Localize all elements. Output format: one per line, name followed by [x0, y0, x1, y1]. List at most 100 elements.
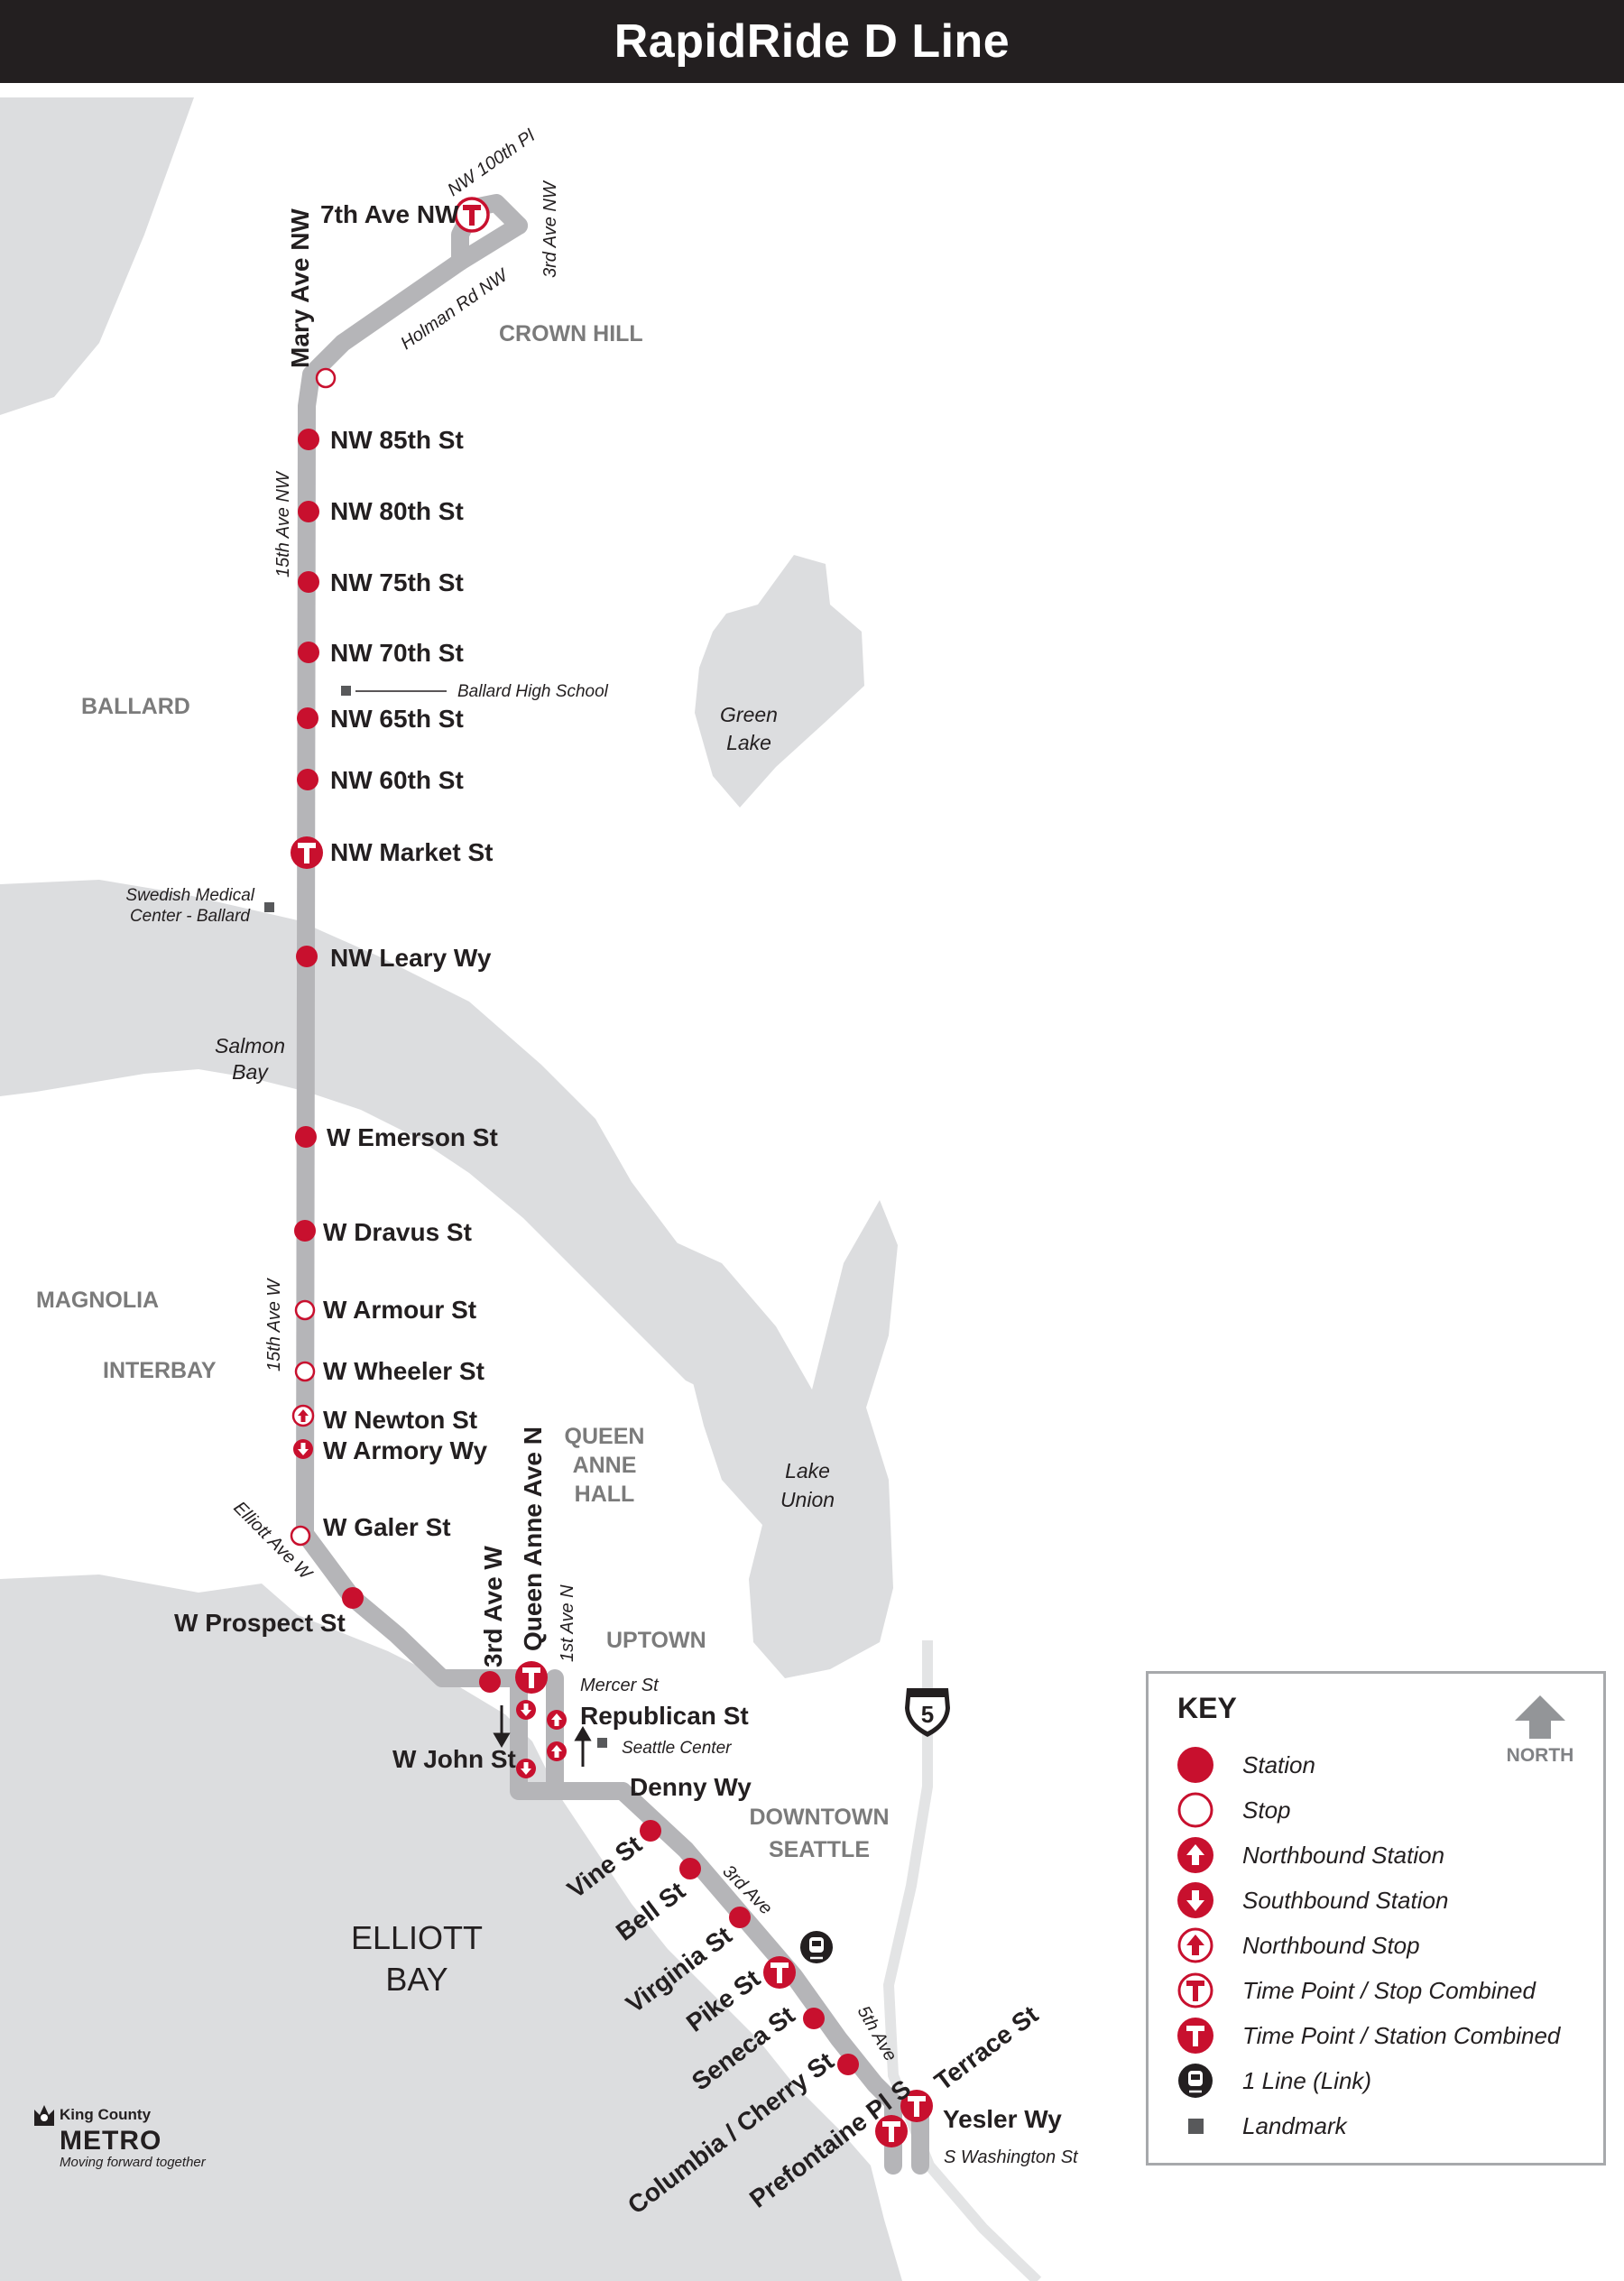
station-marker-nw-60th — [297, 769, 318, 790]
salmon-bay — [0, 880, 758, 1408]
interstate-number: 5 — [921, 1701, 934, 1728]
interstate-5-road — [882, 1640, 1042, 2281]
interstate-5-shield: 5 — [905, 1688, 950, 1737]
lm-swedish-1: Swedish Medical — [125, 886, 254, 905]
map-key: KEY NORTH Station Stop Northbound Statio… — [1146, 1671, 1606, 2166]
station-marker-virginia — [729, 1907, 751, 1928]
landmark-labels: Ballard High School Swedish Medical Cent… — [125, 682, 732, 1758]
landmark-icon — [1188, 2119, 1204, 2134]
station-marker-nw-70th — [298, 642, 319, 663]
key-label-southbound-station: Southbound Station — [1242, 1886, 1449, 1914]
station-marker-nw-75th — [298, 571, 319, 593]
key-label-station: Station — [1242, 1750, 1315, 1778]
light-rail-icon — [800, 1931, 833, 1963]
seattle-center-marker — [597, 1738, 607, 1748]
water-lake-union-1: Lake — [785, 1459, 830, 1482]
label-nw-85th: NW 85th St — [330, 426, 464, 454]
hood-ballard: BALLARD — [81, 694, 190, 719]
route-map: 5 7th Ave NW Mary Ave NW NW 85th St NW 8… — [0, 97, 1079, 2281]
key-label-landmark: Landmark — [1242, 2111, 1347, 2139]
lm-ballard-hs: Ballard High School — [457, 682, 609, 701]
label-terrace: Terrace St — [929, 2000, 1043, 2096]
logo-tagline: Moving forward together — [60, 2155, 206, 2170]
label-7th-ave-nw: 7th Ave NW — [320, 200, 459, 228]
key-label-timepoint-stop: Time Point / Stop Combined — [1242, 1976, 1536, 2004]
neighborhood-labels: CROWN HILL BALLARD MAGNOLIA INTERBAY QUE… — [36, 321, 890, 1862]
key-label-northbound-station: Northbound Station — [1242, 1841, 1445, 1869]
key-item-timepoint-stop: Time Point / Stop Combined — [1176, 1972, 1536, 2009]
label-3rd-ave-w: 3rd Ave W — [479, 1546, 507, 1667]
label-w-armour: W Armour St — [323, 1296, 476, 1324]
station-icon — [1177, 1747, 1213, 1783]
label-w-armory: W Armory Wy — [323, 1436, 487, 1464]
street-s-washington: S Washington St — [944, 2147, 1079, 2167]
timepoint-station-icon — [1177, 2018, 1213, 2054]
label-w-emerson: W Emerson St — [327, 1123, 498, 1151]
key-item-landmark: Landmark — [1176, 2107, 1347, 2145]
crown-icon — [34, 2105, 54, 2126]
station-marker-nw-80th — [298, 501, 319, 522]
label-republican: Republican St — [580, 1702, 749, 1730]
station-marker-bell — [679, 1858, 701, 1879]
label-nw-market: NW Market St — [330, 838, 493, 866]
direction-arrows — [493, 1705, 592, 1767]
green-lake — [695, 555, 864, 808]
station-marker-prefontaine — [875, 2115, 908, 2147]
station-marker-pike — [763, 1956, 796, 1989]
king-county-metro-logo: King County METRO Moving forward togethe… — [32, 2102, 206, 2170]
north-indicator: NORTH — [1504, 1694, 1576, 1767]
station-marker-republican — [547, 1710, 567, 1730]
water-labels: Green Lake Salmon Bay Lake Union ELLIOTT… — [215, 703, 835, 1998]
key-item-northbound-stop: Northbound Stop — [1176, 1926, 1420, 1964]
label-nw-leary: NW Leary Wy — [330, 944, 492, 972]
station-marker-vine — [640, 1820, 661, 1842]
timepoint-stop-icon — [1177, 1972, 1213, 2009]
street-holman: Holman Rd NW — [397, 264, 512, 354]
hood-crown-hill: CROWN HILL — [499, 321, 643, 346]
lm-swedish-2: Center - Ballard — [130, 907, 251, 926]
key-label-timepoint-station: Time Point / Station Combined — [1242, 2021, 1561, 2049]
station-marker-3rd-ave-w — [479, 1671, 501, 1693]
key-item-light-rail: 1 Line (Link) — [1176, 2062, 1371, 2100]
hood-queen-anne-2: ANNE — [573, 1453, 637, 1478]
label-nw-80th: NW 80th St — [330, 497, 464, 525]
hood-queen-anne-3: HALL — [575, 1482, 635, 1507]
elliott-bay — [0, 1575, 902, 2281]
street-1st-ave-n: 1st Ave N — [558, 1584, 577, 1662]
station-marker-w-dravus — [294, 1220, 316, 1242]
station-marker-w-john-2 — [516, 1700, 536, 1720]
station-marker-w-wheeler — [294, 1361, 316, 1382]
hood-uptown: UPTOWN — [606, 1628, 706, 1653]
street-15th-nw: 15th Ave NW — [273, 470, 293, 577]
hood-interbay: INTERBAY — [103, 1358, 217, 1383]
ballard-high-school-marker — [341, 686, 351, 696]
station-marker-yesler — [900, 2090, 933, 2122]
station-marker-w-john — [516, 1759, 536, 1778]
puget-sound-north — [0, 97, 194, 415]
key-label-northbound-stop: Northbound Stop — [1242, 1931, 1420, 1959]
north-label: NORTH — [1506, 1745, 1574, 1766]
station-marker-nw-65th — [297, 707, 318, 729]
street-15th-w: 15th Ave W — [264, 1278, 284, 1371]
southbound-station-icon — [1177, 1882, 1213, 1918]
north-arrow-icon — [1515, 1695, 1565, 1739]
label-w-prospect: W Prospect St — [174, 1609, 346, 1637]
key-item-stop: Stop — [1176, 1791, 1291, 1829]
water-elliott-bay-2: BAY — [385, 1961, 448, 1998]
key-item-station: Station — [1176, 1746, 1315, 1784]
station-marker-mary-ave-nw — [315, 367, 337, 389]
logo-king-county: King County — [60, 2106, 152, 2123]
swedish-medical-marker — [264, 902, 274, 912]
lm-seattle-center: Seattle Center — [622, 1739, 732, 1758]
lake-union — [668, 1200, 898, 1678]
key-item-southbound-station: Southbound Station — [1176, 1881, 1448, 1919]
label-w-galer: W Galer St — [323, 1513, 451, 1541]
logo-metro: METRO — [60, 2126, 162, 2156]
key-label-stop: Stop — [1242, 1796, 1291, 1824]
label-w-john: W John St — [392, 1745, 516, 1773]
station-marker-w-armour — [294, 1299, 316, 1321]
stop-icon — [1177, 1792, 1213, 1828]
landmark-markers — [264, 686, 607, 1748]
hood-queen-anne-1: QUEEN — [565, 1424, 645, 1449]
street-3rd-ave-nw: 3rd Ave NW — [540, 180, 560, 278]
